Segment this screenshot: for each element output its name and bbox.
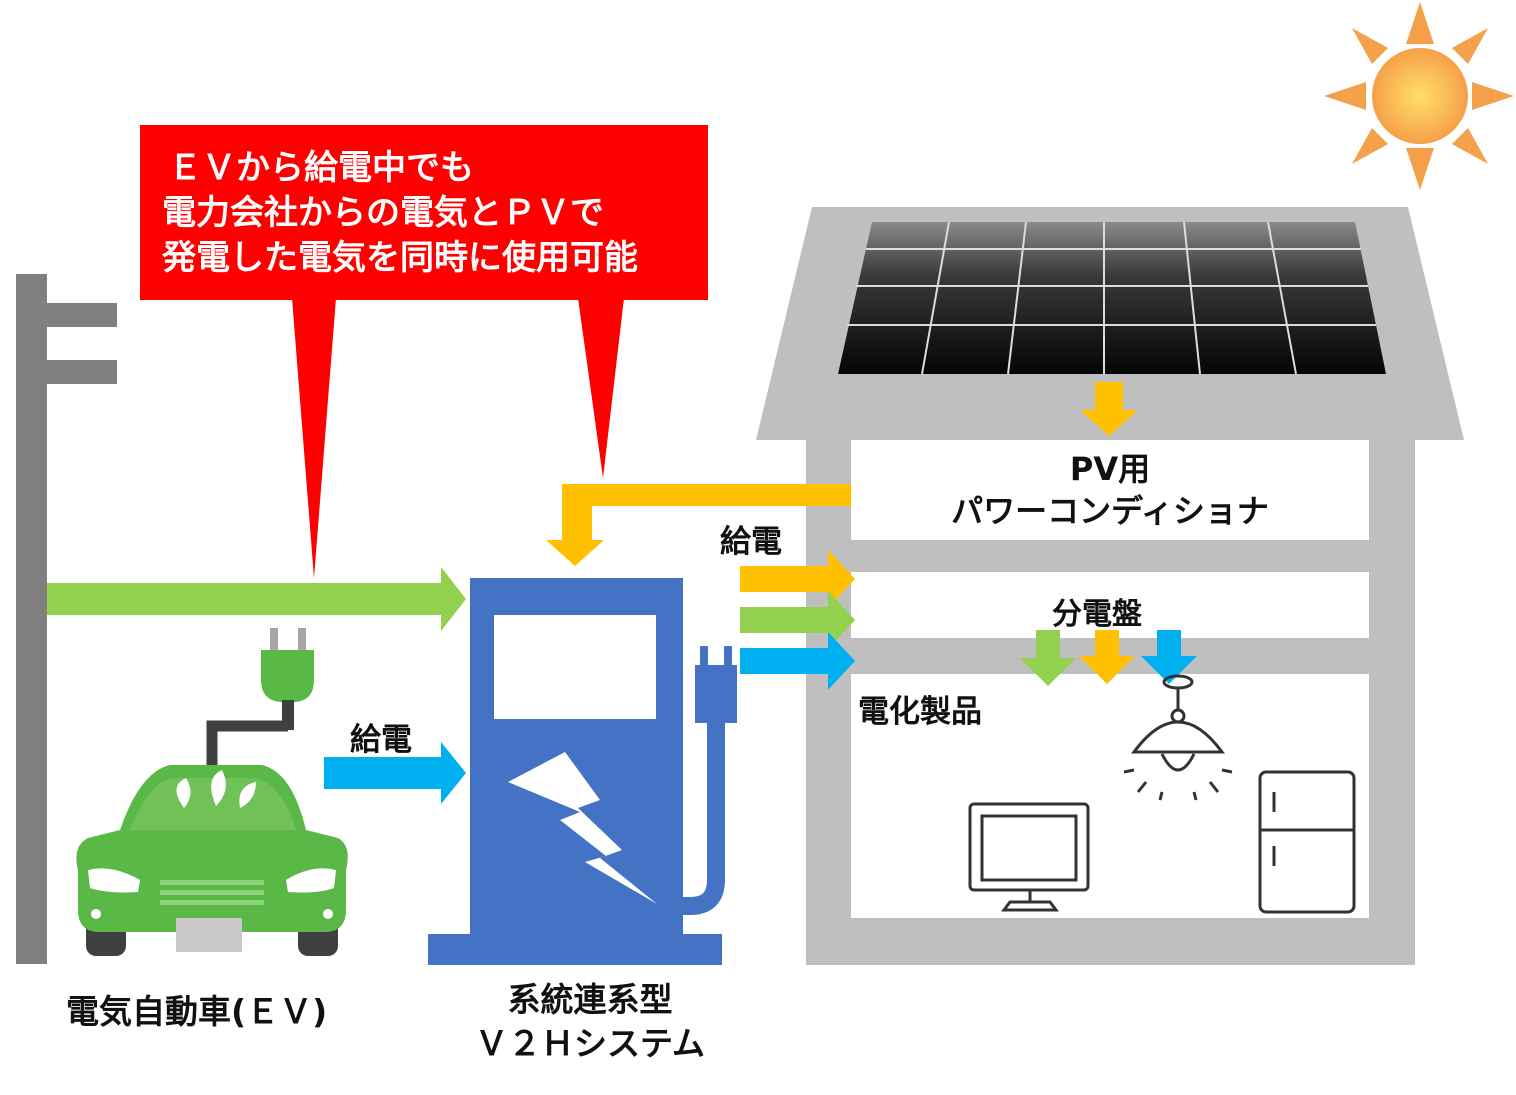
pendant-lamp-icon bbox=[1123, 674, 1233, 801]
pcs-label-line2: パワーコンディショナ bbox=[951, 492, 1269, 530]
v2h-charger-icon bbox=[428, 578, 737, 965]
grid-power-arrow bbox=[47, 567, 466, 631]
callout-line-2: 電力会社からの電気とＰＶで bbox=[162, 193, 604, 233]
feed-label-right: 給電 bbox=[720, 524, 782, 560]
appliances-label: 電化製品 bbox=[858, 694, 982, 730]
house bbox=[756, 207, 1464, 965]
solar-panel-icon bbox=[838, 221, 1386, 375]
distribution-board-label: 分電盤 bbox=[1052, 597, 1142, 632]
callout-line-3: 発電した電気を同時に使用可能 bbox=[162, 238, 638, 278]
sun-icon bbox=[1324, 2, 1514, 190]
pcs-box bbox=[851, 440, 1369, 540]
pv-down-arrow bbox=[1080, 382, 1138, 436]
callout-bubble bbox=[140, 125, 708, 578]
lightning-icon bbox=[508, 752, 657, 904]
utility-pole-icon bbox=[16, 274, 117, 964]
v2h-label-line2: Ｖ２Ｈシステム bbox=[474, 1024, 705, 1063]
callout-line-1: ＥＶから給電中でも bbox=[168, 148, 474, 188]
feed-label-left: 給電 bbox=[350, 722, 412, 758]
pcs-label: PV用 パワーコンディショナ bbox=[900, 448, 1320, 532]
distribution-arrows bbox=[1020, 630, 1197, 686]
output-arrows bbox=[740, 550, 855, 690]
plug-icon bbox=[206, 628, 314, 770]
ev-car-icon bbox=[76, 765, 348, 956]
ev-label: 電気自動車(ＥＶ) bbox=[66, 992, 328, 1031]
v2h-label-line1: 系統連系型 bbox=[507, 980, 673, 1019]
distribution-board-box bbox=[851, 572, 1369, 638]
appliances-room bbox=[851, 674, 1369, 918]
v2h-label: 系統連系型 Ｖ２Ｈシステム bbox=[430, 978, 750, 1066]
ev-feed-arrow bbox=[324, 742, 466, 804]
pcs-to-v2h-arrow bbox=[546, 484, 851, 566]
callout-text: ＥＶから給電中でも 電力会社からの電気とＰＶで 発電した電気を同時に使用可能 bbox=[162, 146, 638, 281]
tv-icon bbox=[968, 802, 1090, 912]
refrigerator-icon bbox=[1258, 770, 1356, 914]
pcs-label-line1: PV用 bbox=[1069, 450, 1151, 488]
